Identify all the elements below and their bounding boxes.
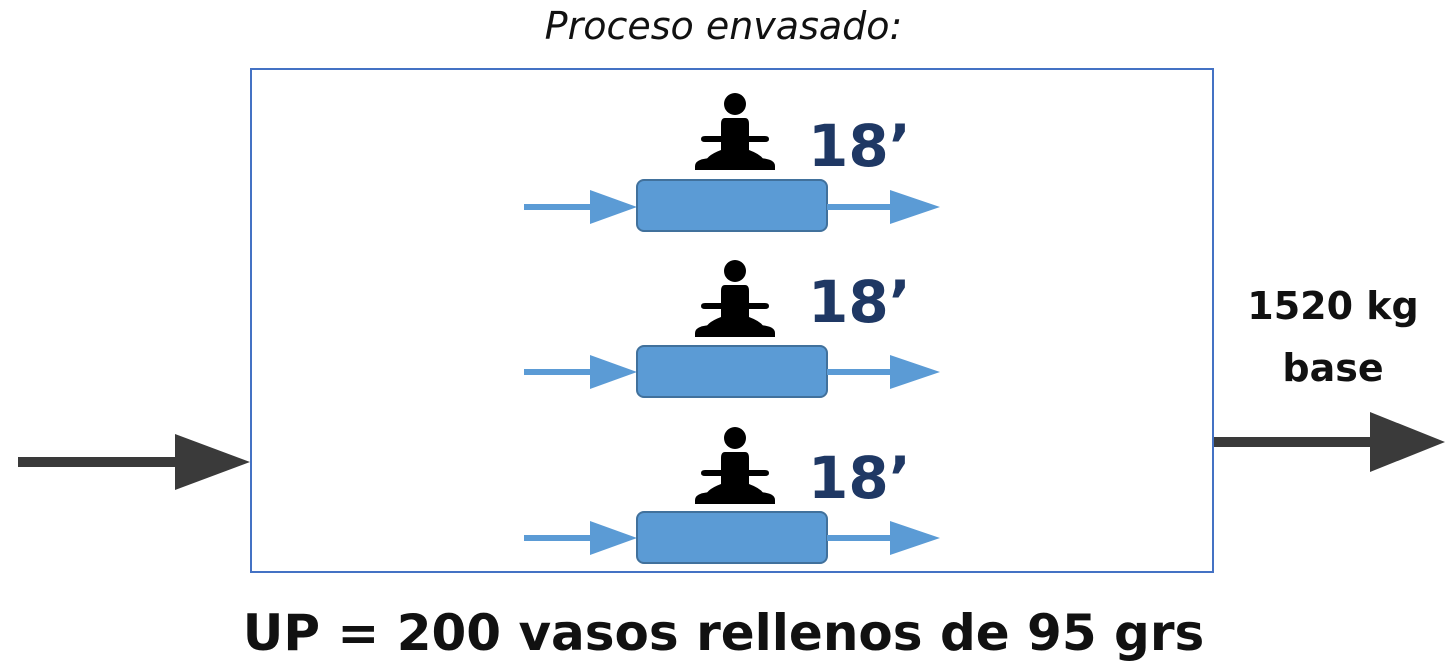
input-arrow <box>18 434 250 490</box>
process-box <box>250 68 1214 573</box>
production-unit-label: UP = 200 vasos rellenos de 95 grs <box>242 604 1205 662</box>
output-quantity: 1520 kg <box>1247 284 1419 328</box>
station-2-time: 18’ <box>808 268 911 336</box>
output-arrow <box>1214 412 1445 472</box>
station-1 <box>524 93 940 232</box>
station-3-time: 18’ <box>808 444 911 512</box>
process-title: Proceso envasado: <box>544 4 903 48</box>
station-3 <box>524 427 940 564</box>
station-1-time: 18’ <box>808 112 911 180</box>
output-material: base <box>1282 346 1384 390</box>
station-2 <box>524 260 940 398</box>
